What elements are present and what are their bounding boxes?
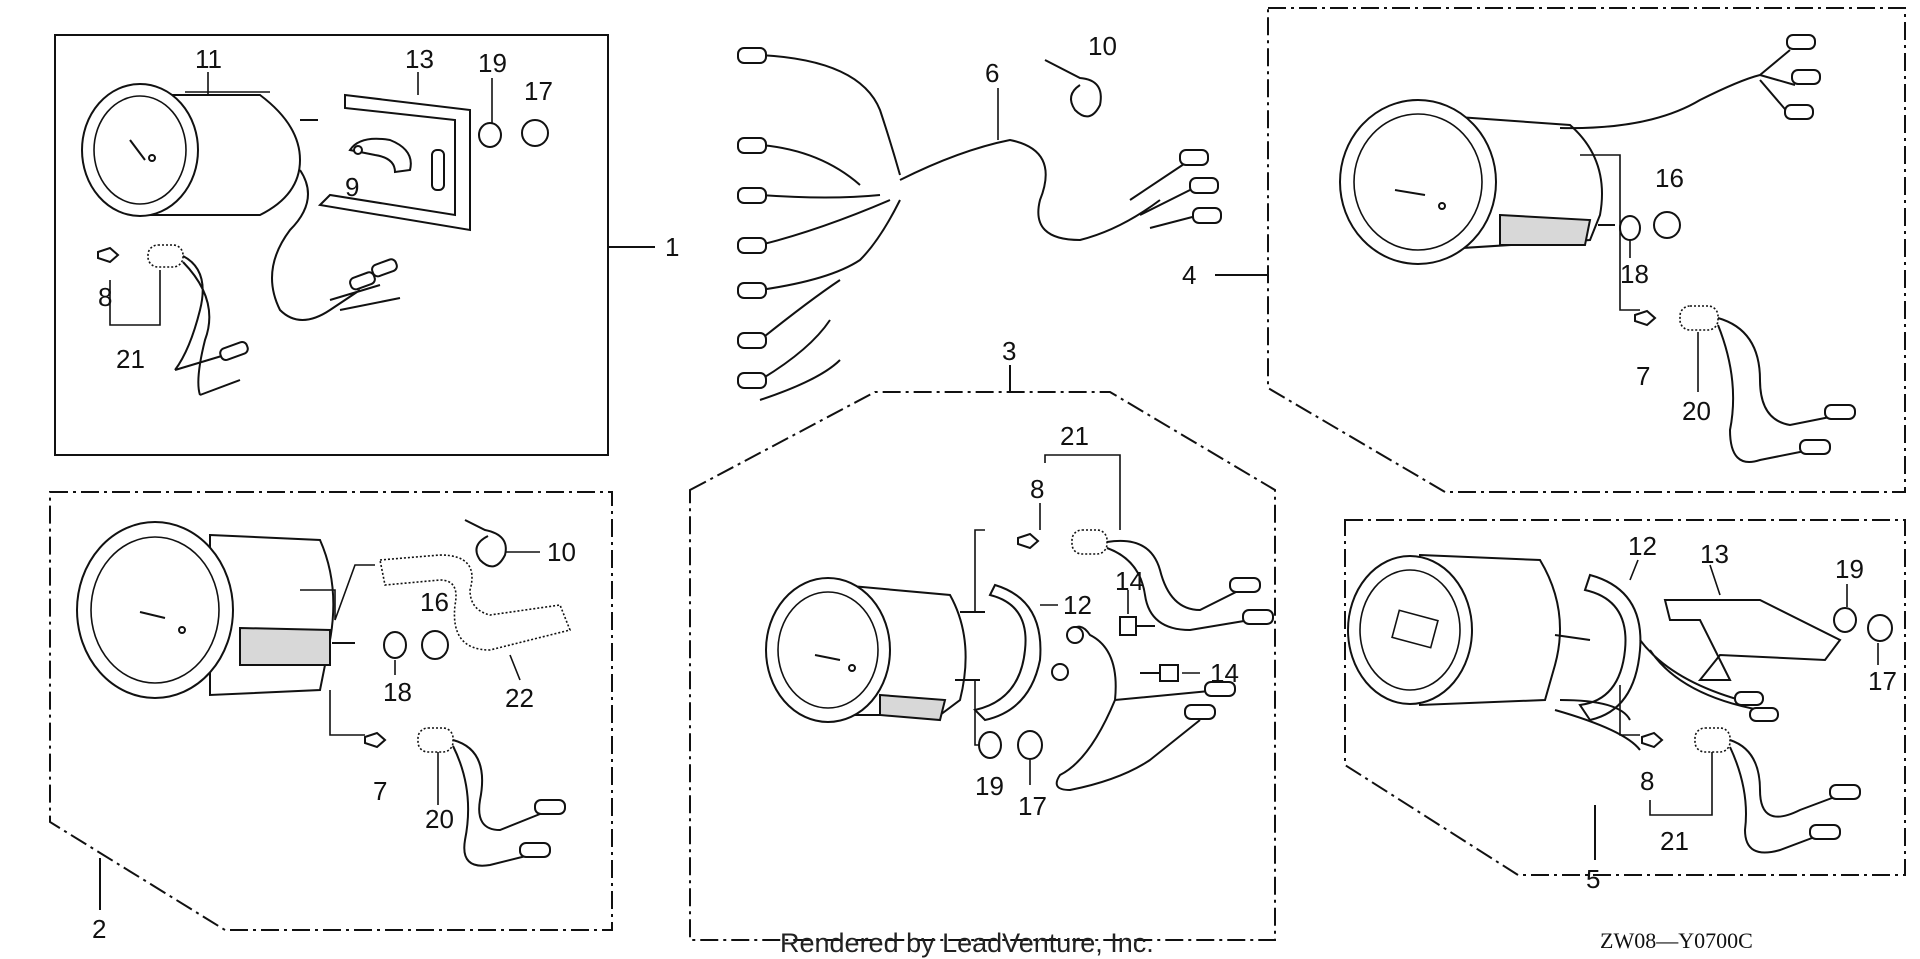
panel-5: 5 12 13 19 17 8 21: [1344, 519, 1906, 894]
footer-credit: Rendered by LeadVenture, Inc.: [780, 928, 1154, 958]
bulb: [1017, 532, 1040, 550]
part-12-label: 12: [1063, 590, 1092, 620]
part-16-label: 16: [420, 587, 449, 617]
part-17-label: 17: [1868, 666, 1897, 696]
panel-4: 4 16 18 7 20: [1182, 7, 1906, 493]
harness-wires: [759, 54, 901, 401]
part-6-label: 6: [985, 58, 999, 88]
part-11-label: 11: [195, 44, 222, 74]
socket-wires: [174, 255, 241, 396]
part-19-label: 19: [478, 48, 507, 78]
part-13-label: 13: [405, 44, 434, 74]
panel-3-frame: [689, 391, 1276, 941]
meter-gauge: [1347, 553, 1561, 707]
part-19-label: 19: [975, 771, 1004, 801]
bulb: [1641, 731, 1664, 749]
harness-connectors: [737, 47, 1222, 389]
meter-gauge: [765, 577, 967, 723]
washer: [478, 122, 502, 148]
terminal-screw: [1140, 664, 1179, 682]
panel-4-label: 4: [1182, 260, 1196, 290]
bracket: [1663, 599, 1842, 681]
part-8-label: 8: [98, 282, 112, 312]
socket: [1679, 305, 1719, 331]
meter-gauge: [76, 521, 355, 699]
part-22-label: 22: [505, 683, 534, 713]
part-8-label: 8: [1030, 474, 1044, 504]
nut: [521, 119, 549, 147]
panel-5-frame: [1344, 519, 1906, 876]
wire-connector: [349, 271, 376, 291]
panel-3: 3 12 19 17 8 21: [689, 336, 1276, 941]
nut: [1653, 211, 1681, 239]
part-8-label: 8: [1640, 766, 1654, 796]
clamp: [348, 137, 412, 174]
part-18-label: 18: [383, 677, 412, 707]
part-16-label: 16: [1655, 163, 1684, 193]
mounting-ring: [1578, 573, 1642, 722]
part-17-label: 17: [1018, 791, 1047, 821]
nut: [1017, 730, 1043, 760]
harness-group: 6 10: [737, 31, 1222, 401]
part-18-label: 18: [1620, 259, 1649, 289]
washer: [383, 631, 407, 659]
part-20-label: 20: [425, 804, 454, 834]
panel-4-frame: [1267, 7, 1906, 493]
nut: [421, 630, 449, 660]
diagram-code: ZW08—Y0700C: [1600, 928, 1753, 953]
bulb: [364, 731, 387, 749]
mounting-ring: [973, 583, 1042, 722]
socket: [1694, 727, 1731, 753]
panel-1-label: 1: [665, 232, 679, 262]
part-21-label: 21: [1660, 826, 1689, 856]
part-19-label: 19: [1835, 554, 1864, 584]
panel-1: 1 11 13 9 19 17: [54, 34, 679, 456]
part-12-label: 12: [1628, 531, 1657, 561]
washer: [1619, 215, 1641, 241]
terminal-screw: [1119, 616, 1155, 636]
panel-2: 2 22 10 16 18 7 20: [49, 491, 613, 944]
nut: [1867, 614, 1893, 642]
socket: [1071, 529, 1108, 555]
socket: [147, 244, 184, 268]
harness-clip-label: 10: [1088, 31, 1117, 61]
part-17-label: 17: [524, 76, 553, 106]
tube: [379, 554, 572, 651]
socket: [417, 727, 454, 753]
panel-2-frame: [49, 491, 613, 931]
meter-wires: [1559, 49, 1796, 130]
panel-5-label: 5: [1586, 864, 1600, 894]
cable-clip: [1044, 59, 1102, 118]
panel-1-frame: [54, 34, 609, 456]
part-9-label: 9: [345, 172, 359, 202]
harness-main: [899, 138, 1201, 242]
bulb: [97, 246, 120, 264]
part-21-label: 21: [116, 344, 145, 374]
part-13-label: 13: [1700, 539, 1729, 569]
cable-clip: [464, 519, 507, 568]
panel-2-label: 2: [92, 914, 106, 944]
part-7-label: 7: [1636, 361, 1650, 391]
meter-gauge: [81, 83, 318, 217]
washer: [1833, 607, 1857, 633]
meter-gauge: [1339, 99, 1615, 265]
panel-3-label: 3: [1002, 336, 1016, 366]
meter-wires: [271, 169, 401, 321]
part-7-label: 7: [373, 776, 387, 806]
part-10-label: 10: [547, 537, 576, 567]
part-14-label: 14: [1115, 566, 1144, 596]
part-20-label: 20: [1682, 396, 1711, 426]
bulb: [1634, 309, 1657, 327]
bracket: [317, 93, 471, 232]
washer: [978, 731, 1002, 759]
ground-lead: [1055, 625, 1221, 792]
part-21-label: 21: [1060, 421, 1089, 451]
